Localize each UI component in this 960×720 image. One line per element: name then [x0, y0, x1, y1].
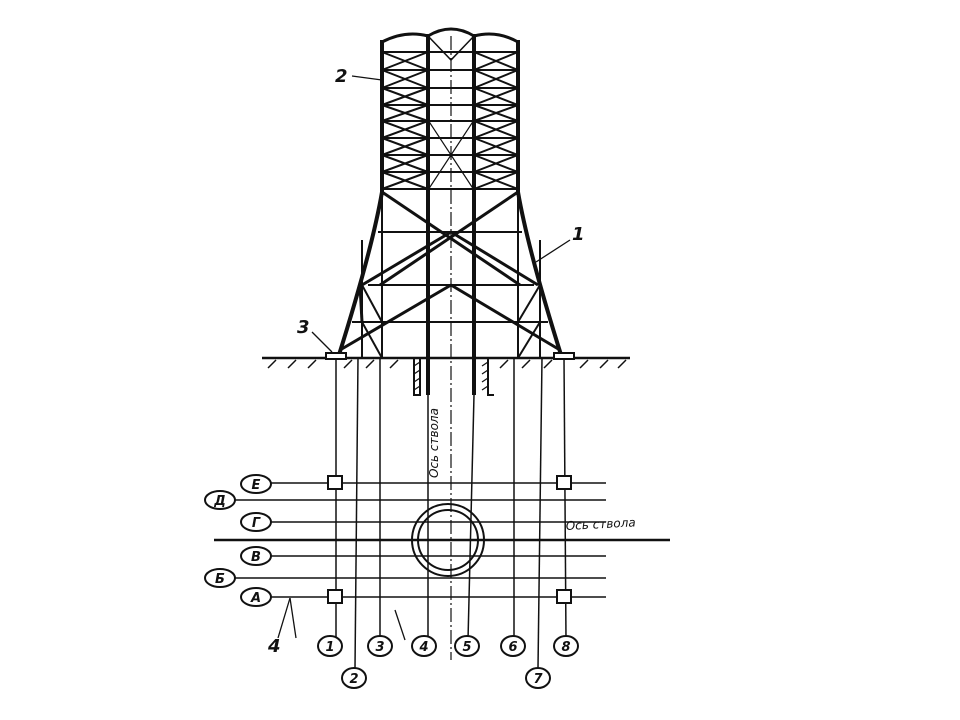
svg-text:6: 6	[508, 640, 517, 655]
shaft-axis-label-vertical: Ось ствола	[427, 408, 441, 478]
row-mark-6: А	[240, 587, 272, 607]
row-mark-1: Е	[240, 474, 272, 494]
callout-2: 2	[335, 66, 348, 87]
svg-text:4: 4	[418, 640, 428, 655]
svg-text:А: А	[250, 591, 261, 606]
callout-leaders	[277, 75, 571, 641]
tower-upper-section	[380, 27, 520, 192]
row-mark-5: Б	[204, 568, 236, 588]
callout-4: 4	[267, 636, 281, 657]
row-mark-4: В	[240, 546, 272, 566]
svg-text:В: В	[251, 550, 261, 565]
column-mark-4: 4	[411, 635, 437, 657]
column-mark-1: 1	[317, 635, 343, 657]
svg-text:Б: Б	[215, 572, 225, 587]
plan-grid	[214, 475, 670, 604]
ground-line	[262, 352, 630, 396]
svg-text:3: 3	[375, 640, 384, 655]
shaft-axis-label-horizontal: Ось ствола	[565, 515, 636, 533]
svg-text:5: 5	[462, 640, 471, 655]
column-mark-8: 8	[553, 635, 579, 657]
svg-text:Г: Г	[252, 516, 261, 531]
column-mark-6: 6	[500, 635, 526, 657]
svg-text:2: 2	[349, 672, 358, 687]
column-mark-2: 2	[341, 667, 367, 689]
callout-3: 3	[297, 317, 310, 338]
svg-text:1: 1	[325, 640, 334, 655]
svg-text:7: 7	[533, 672, 543, 687]
callout-1: 1	[572, 224, 585, 245]
svg-text:Д: Д	[213, 494, 226, 509]
tower-lower-section	[336, 190, 564, 359]
row-mark-2: Д	[204, 490, 236, 510]
row-axis-marks: Е Д Г В Б А	[204, 474, 272, 607]
column-axis-marks: 1 2 3 4 5 6 7 8	[317, 635, 579, 689]
svg-text:Е: Е	[252, 478, 261, 493]
column-mark-7: 7	[525, 667, 551, 689]
column-mark-3: 3	[367, 635, 393, 657]
column-mark-5: 5	[454, 635, 480, 657]
row-mark-3: Г	[240, 512, 272, 532]
svg-text:8: 8	[561, 640, 570, 655]
